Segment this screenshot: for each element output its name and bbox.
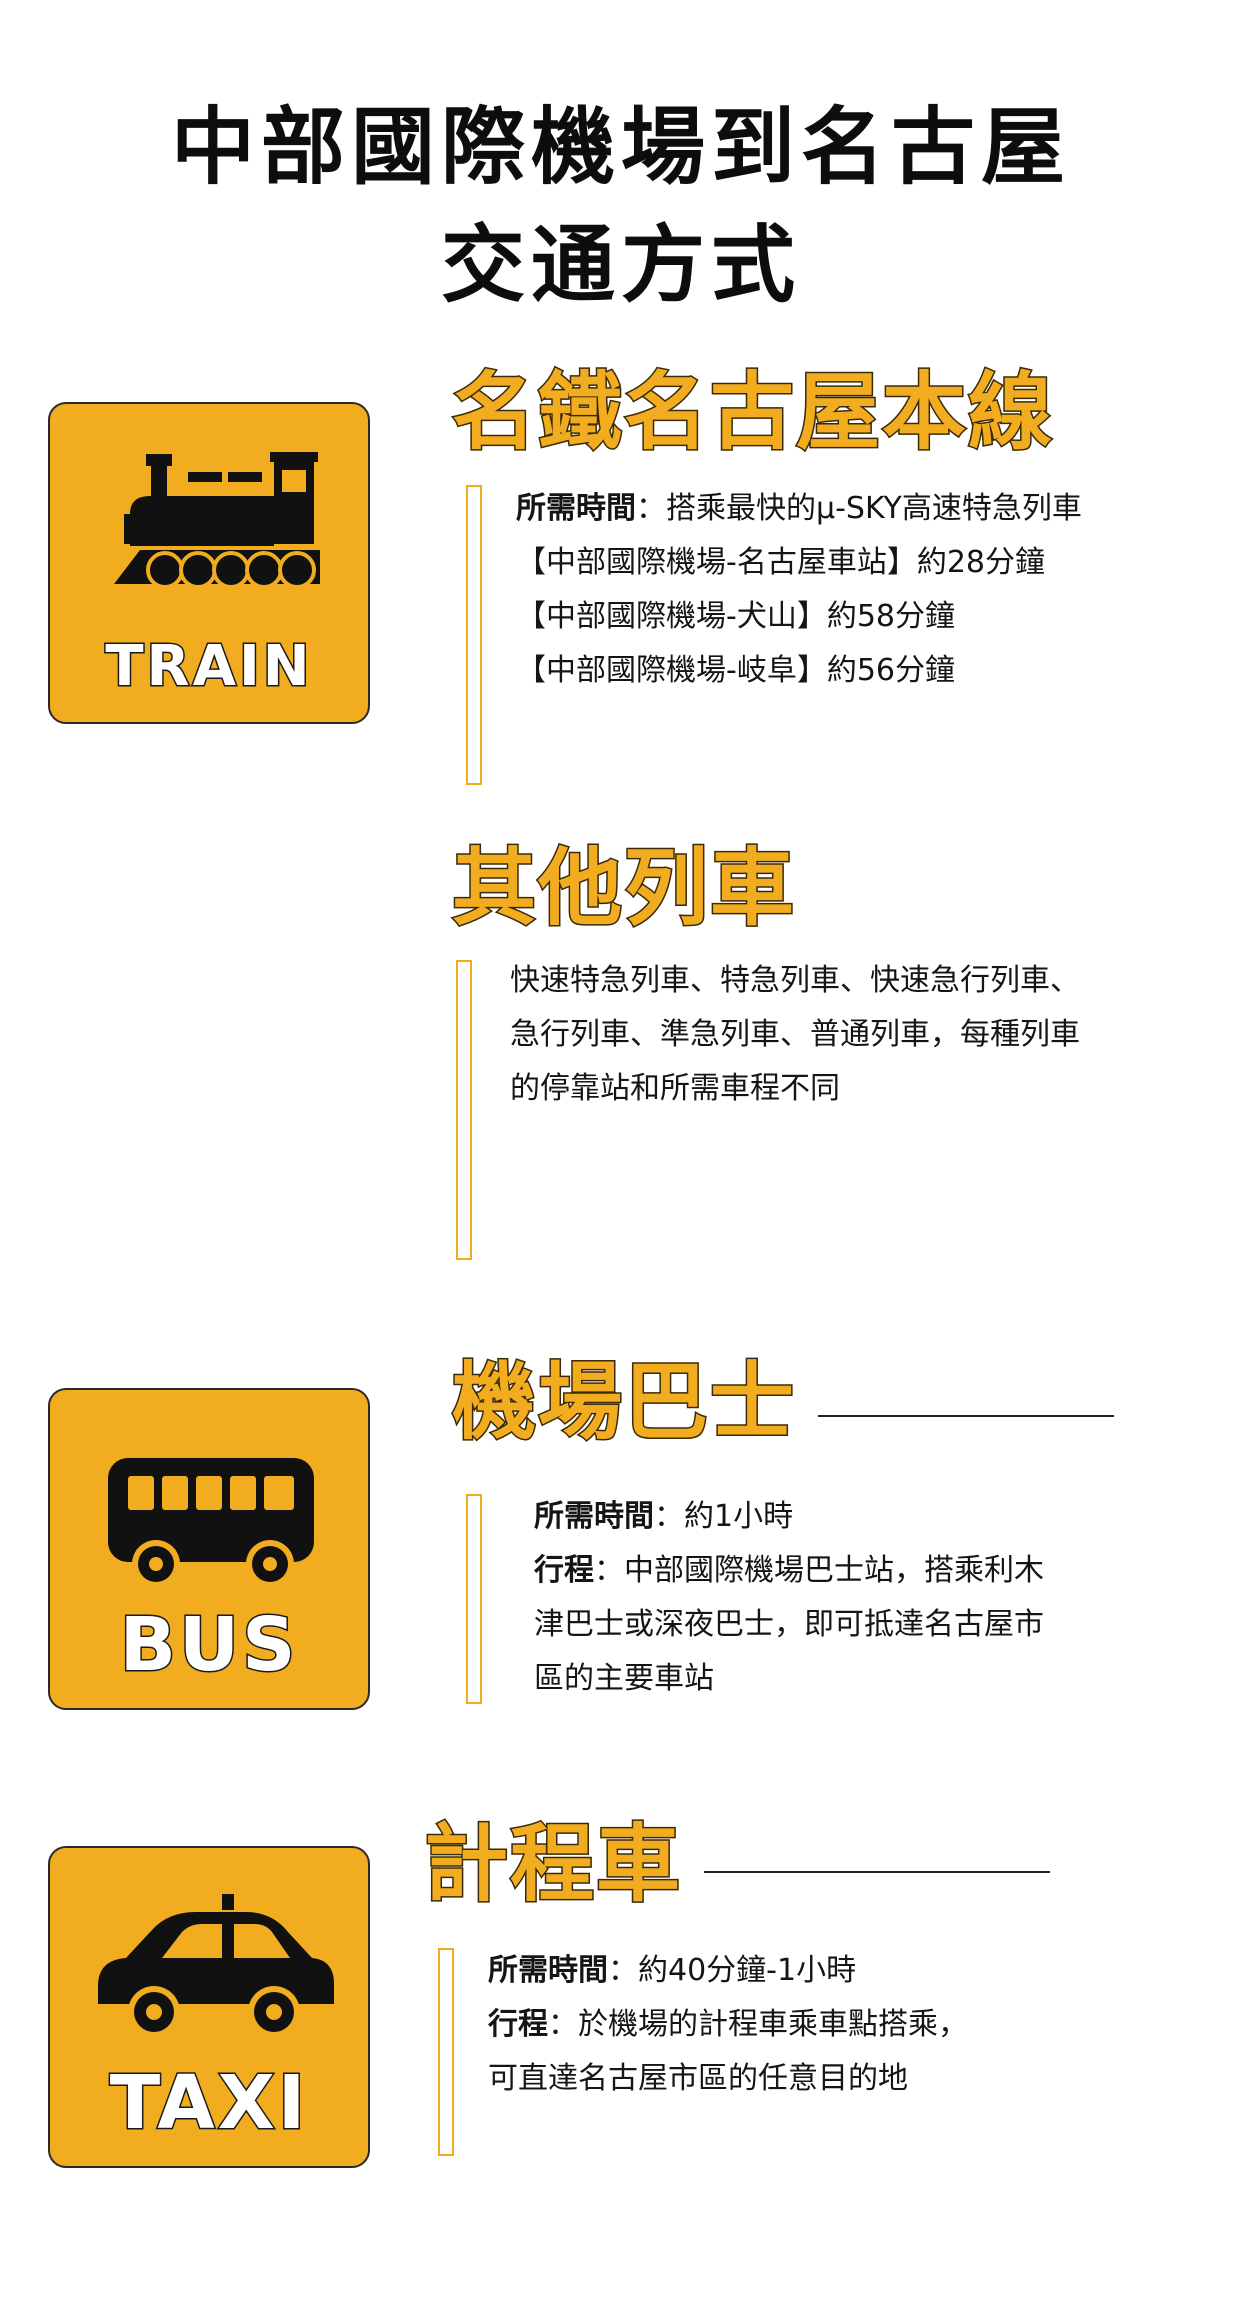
bus-route-label: 行程: [534, 1553, 594, 1588]
taxi-icon-card: TAXI: [48, 1846, 370, 2168]
bus-icon-label: BUS: [118, 1601, 299, 1690]
taxi-icon: [98, 1894, 334, 2038]
other-trains-line-1: 快速特急列車、特急列車、快速急行列車、: [510, 963, 1080, 998]
taxi-route-label: 行程: [488, 2007, 548, 2042]
other-trains-line-2: 急行列車、準急列車、普通列車，每種列車: [510, 1017, 1080, 1052]
train-details: 所需時間：搭乘最快的μ-SKY高速特急列車 【中部國際機場-名古屋車站】約28分…: [516, 482, 1082, 698]
page-title-line-2: 交通方式: [440, 216, 801, 314]
other-trains-accent-bar: [456, 960, 472, 1260]
train-detail-line-2: 【中部國際機場-名古屋車站】約28分鐘: [516, 545, 1045, 580]
taxi-accent-bar: [438, 1948, 454, 2156]
bus-detail-line-3: 津巴士或深夜巴士，即可抵達名古屋市: [534, 1607, 1044, 1642]
taxi-section-title: 計程車: [422, 1815, 683, 1914]
other-trains-section-title: 其他列車: [450, 839, 797, 938]
bus-icon-card: BUS: [48, 1388, 370, 1710]
train-detail-line-3: 【中部國際機場-犬山】約58分鐘: [516, 599, 955, 634]
train-icon: [114, 452, 320, 589]
train-time-label: 所需時間: [516, 491, 636, 526]
bus-icon: [108, 1458, 314, 1588]
bus-accent-bar: [466, 1494, 482, 1704]
page-title: 中部國際機場到名古屋 交通方式: [0, 88, 1242, 324]
page-title-line-1: 中部國際機場到名古屋: [170, 98, 1071, 196]
train-detail-line-1: 所需時間：搭乘最快的μ-SKY高速特急列車: [516, 491, 1082, 526]
bus-detail-line-4: 區的主要車站: [534, 1661, 714, 1696]
other-trains-line-3: 的停靠站和所需車程不同: [510, 1071, 840, 1106]
train-icon-card: TRAIN: [48, 402, 370, 724]
taxi-title-divider: [704, 1871, 1050, 1873]
taxi-detail-line-2: 行程：於機場的計程車乘車點搭乘，: [488, 2007, 968, 2042]
bus-details: 所需時間：約1小時 行程：中部國際機場巴士站，搭乘利木 津巴士或深夜巴士，即可抵…: [534, 1490, 1044, 1706]
train-icon-label: TRAIN: [104, 633, 313, 701]
bus-title-divider: [818, 1415, 1114, 1417]
bus-section-title: 機場巴士: [450, 1353, 797, 1452]
taxi-detail-line-1: 所需時間：約40分鐘-1小時: [488, 1953, 857, 1988]
other-trains-details: 快速特急列車、特急列車、快速急行列車、 急行列車、準急列車、普通列車，每種列車 …: [510, 954, 1080, 1116]
train-detail-line-4: 【中部國際機場-岐阜】約56分鐘: [516, 653, 955, 688]
train-section-title: 名鐵名古屋本線: [450, 363, 1055, 462]
train-accent-bar: [466, 485, 482, 785]
taxi-time-label: 所需時間: [488, 1953, 608, 1988]
bus-detail-line-1: 所需時間：約1小時: [534, 1499, 794, 1534]
taxi-detail-line-3: 可直達名古屋市區的任意目的地: [488, 2061, 908, 2096]
bus-detail-line-2: 行程：中部國際機場巴士站，搭乘利木: [534, 1553, 1044, 1588]
taxi-details: 所需時間：約40分鐘-1小時 行程：於機場的計程車乘車點搭乘， 可直達名古屋市區…: [488, 1944, 968, 2106]
bus-time-label: 所需時間: [534, 1499, 654, 1534]
taxi-icon-label: TAXI: [108, 2059, 309, 2148]
